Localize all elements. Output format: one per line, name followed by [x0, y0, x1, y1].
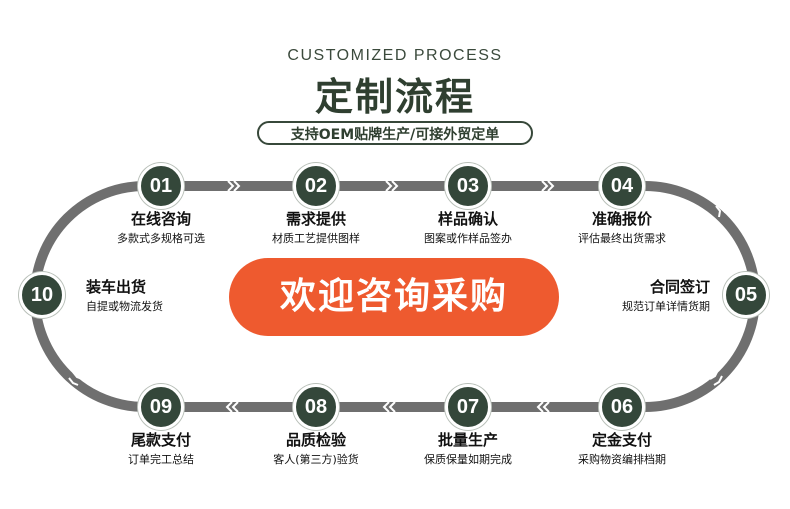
- step-title-04: 准确报价: [591, 210, 652, 228]
- step-node-04: 04: [599, 163, 645, 209]
- step-sub-05: 规范订单详情货期: [622, 300, 710, 313]
- step-sub-02: 材质工艺提供图样: [272, 232, 360, 245]
- chevron-left-icon: [536, 401, 550, 413]
- step-sub-04: 评估最终出货需求: [578, 232, 666, 245]
- step-node-01: 01: [138, 163, 184, 209]
- chevron-right-icon: [385, 180, 399, 192]
- step-node-09: 09: [138, 384, 184, 430]
- step-node-03: 03: [445, 163, 491, 209]
- step-sub-09: 订单完工总结: [128, 453, 194, 466]
- step-node-05: 05: [723, 272, 769, 318]
- step-node-08: 08: [293, 384, 339, 430]
- chevron-down-icon: [715, 201, 728, 218]
- step-sub-07: 保质保量如期完成: [424, 453, 512, 466]
- step-node-07: 07: [445, 384, 491, 430]
- step-sub-01: 多款式多规格可选: [117, 232, 205, 245]
- step-sub-08: 客人(第三方)验货: [273, 453, 359, 466]
- header-english-title: CUSTOMIZED PROCESS: [287, 47, 503, 64]
- chevron-right-icon: [227, 180, 241, 192]
- chevron-right-icon: [541, 180, 555, 192]
- chevron-left-icon: [225, 401, 239, 413]
- step-sub-03: 图案或作样品签办: [424, 232, 512, 245]
- step-title-08: 品质检验: [285, 431, 346, 449]
- step-node-10: 10: [19, 272, 65, 318]
- chevron-up-icon: [68, 371, 83, 386]
- step-sub-06: 采购物资编排档期: [578, 453, 666, 466]
- step-title-10: 装车出货: [86, 278, 147, 296]
- step-sub-10: 自提或物流发货: [86, 300, 163, 313]
- step-node-02: 02: [293, 163, 339, 209]
- step-title-09: 尾款支付: [130, 431, 191, 449]
- header-chinese-title: 定制流程: [314, 75, 475, 119]
- step-title-01: 在线咨询: [130, 210, 191, 228]
- chevron-down-icon: [709, 369, 723, 386]
- step-title-03: 样品确认: [437, 210, 498, 228]
- tagline-badge: 支持OEM贴牌生产/可接外贸定单: [257, 121, 533, 145]
- step-node-06: 06: [599, 384, 645, 430]
- step-title-06: 定金支付: [591, 431, 652, 449]
- inquiry-button[interactable]: 欢迎咨询采购: [229, 258, 559, 336]
- step-title-07: 批量生产: [437, 431, 498, 449]
- step-title-02: 需求提供: [285, 210, 346, 228]
- step-title-05: 合同签订: [649, 278, 710, 296]
- chevron-left-icon: [382, 401, 396, 413]
